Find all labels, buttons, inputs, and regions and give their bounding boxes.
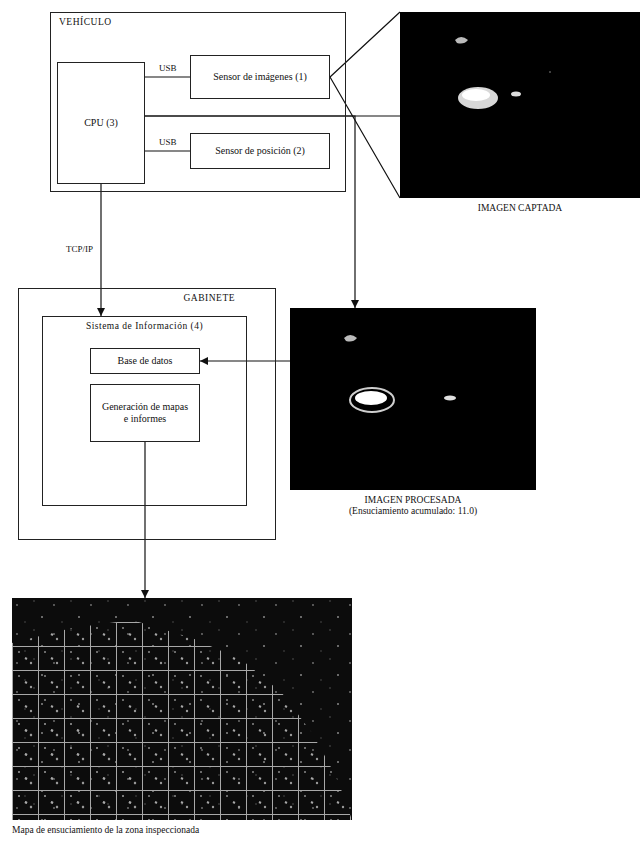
connector bbox=[330, 12, 400, 198]
cpu-box: CPU (3) bbox=[57, 62, 145, 184]
database-box: Base de datos bbox=[90, 348, 200, 374]
caption-text: IMAGEN CAPTADA bbox=[400, 203, 640, 214]
sensor-box: Sensor de posición (2) bbox=[190, 133, 330, 169]
caption-text: (Ensuciamiento acumulado: 11.0) bbox=[290, 506, 536, 517]
connector bbox=[145, 76, 190, 77]
caption-text: Mapa de ensuciamiento de la zona inspecc… bbox=[12, 825, 352, 836]
process-box: Generación de mapas e informes bbox=[90, 384, 200, 442]
information-system-box: Sistema de Información (4) Base de datosG… bbox=[42, 316, 247, 506]
sensor-box: Sensor de imágenes (1) bbox=[190, 55, 330, 99]
cabinet-housing: GABINETE Sistema de Información (4) Base d… bbox=[18, 288, 276, 540]
connector bbox=[200, 360, 290, 361]
connector bbox=[145, 116, 355, 308]
image-caption: IMAGEN PROCESADA(Ensuciamiento acumulado… bbox=[290, 495, 536, 518]
processed-image bbox=[290, 308, 536, 490]
box-label: CPU (3) bbox=[84, 117, 118, 129]
container-title: VEHÍCULO bbox=[59, 17, 112, 28]
container-title: GABINETE bbox=[184, 293, 236, 304]
connector bbox=[144, 442, 145, 598]
soiling-map bbox=[12, 598, 352, 820]
captured-image-frame: IMAGEN CAPTADA bbox=[400, 12, 640, 217]
box-label: Sensor de imágenes (1) bbox=[213, 71, 307, 83]
connector bbox=[100, 184, 101, 316]
processed-image-frame: IMAGEN PROCESADA(Ensuciamiento acumulado… bbox=[290, 308, 536, 520]
image-caption: Mapa de ensuciamiento de la zona inspecc… bbox=[12, 825, 352, 836]
box-label: Sensor de posición (2) bbox=[215, 145, 305, 157]
edge-label: USB bbox=[157, 138, 179, 148]
edge-label: USB bbox=[157, 64, 179, 74]
captured-image bbox=[400, 12, 640, 198]
connector bbox=[145, 150, 190, 151]
vehicle-housing: VEHÍCULO CPU (3) Sensor de imágenes (1) Sen… bbox=[50, 12, 346, 192]
map-frame: Mapa de ensuciamiento de la zona inspecc… bbox=[12, 598, 352, 838]
caption-text: IMAGEN PROCESADA bbox=[290, 495, 536, 506]
edge-label: TCP/IP bbox=[64, 245, 95, 255]
image-caption: IMAGEN CAPTADA bbox=[400, 203, 640, 214]
box-label: Base de datos bbox=[118, 355, 173, 367]
box-label: Generación de mapas e informes bbox=[99, 401, 191, 425]
container-title: Sistema de Información (4) bbox=[43, 321, 246, 332]
